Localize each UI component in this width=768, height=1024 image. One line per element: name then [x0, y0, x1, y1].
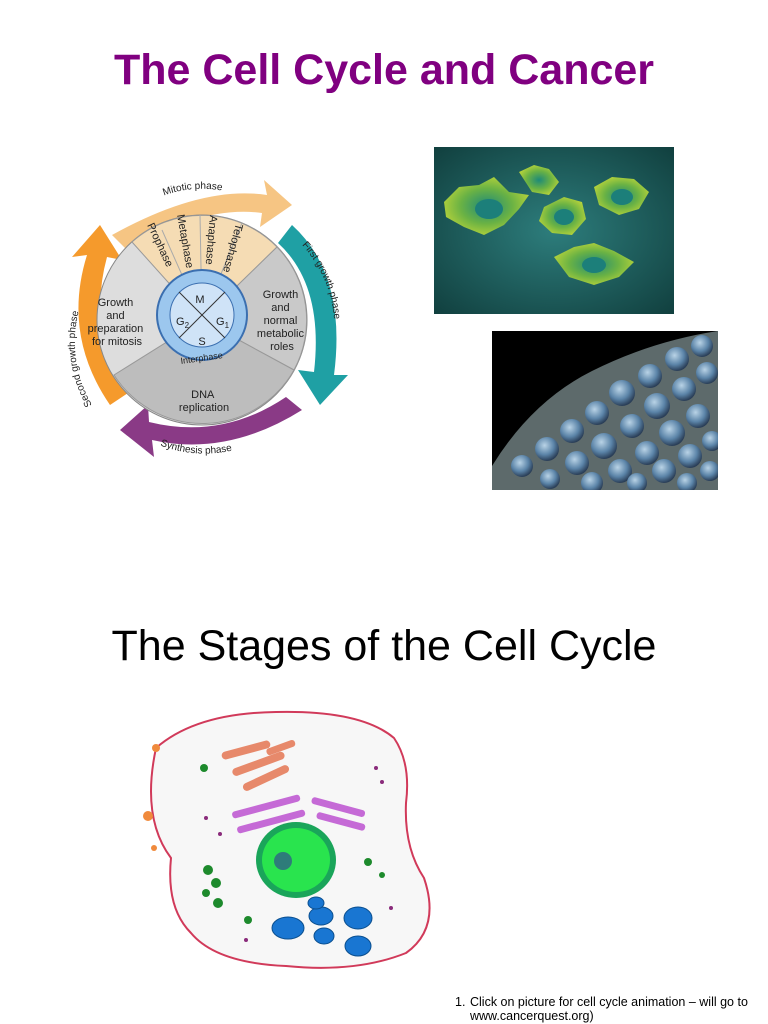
center-m: M	[195, 294, 204, 306]
slide-subtitle: The Stages of the Cell Cycle	[111, 622, 657, 670]
mitotic-wedge	[131, 214, 278, 321]
center-g2: G2	[176, 316, 190, 330]
g2-description: Growth and preparation for mitosis	[88, 297, 147, 348]
first-growth-arrow	[278, 225, 348, 405]
slide-title: The Cell Cycle and Cancer	[113, 46, 655, 94]
mitochondria	[271, 896, 373, 957]
note-number: 1.	[455, 995, 466, 1009]
note-text: Click on picture for cell cycle animatio…	[470, 995, 748, 1023]
g1-wedge	[201, 246, 308, 371]
mitotic-phase-label: Mitotic phase	[161, 181, 223, 199]
endoplasmic-reticulum	[232, 794, 366, 834]
cancer-cells-micrograph[interactable]	[434, 147, 674, 314]
nucleolus	[274, 852, 292, 870]
center-s: S	[198, 336, 205, 348]
ribosome-dots	[204, 766, 393, 942]
s-wedge	[113, 319, 295, 424]
cell-cycle-diagram: Mitotic phase First growth phase Synthes…	[52, 165, 352, 470]
golgi-apparatus	[221, 739, 296, 791]
center-g1: G1	[216, 316, 230, 330]
chloroplast-dots	[200, 764, 385, 924]
s-description: DNA replication	[179, 389, 229, 414]
anaphase-label: Anaphase	[203, 215, 219, 265]
membrane-markers	[143, 744, 160, 851]
g1-description: Growth and normal metabolic roles	[257, 289, 307, 353]
animation-note[interactable]: 1. Click on picture for cell cycle anima…	[455, 995, 755, 1023]
synthesis-arrow	[120, 397, 302, 457]
cell-illustration[interactable]	[136, 708, 436, 973]
tumor-cluster-micrograph[interactable]	[492, 331, 718, 490]
cell-cycle-diagram-svg: Mitotic phase First growth phase Synthes…	[67, 180, 348, 457]
